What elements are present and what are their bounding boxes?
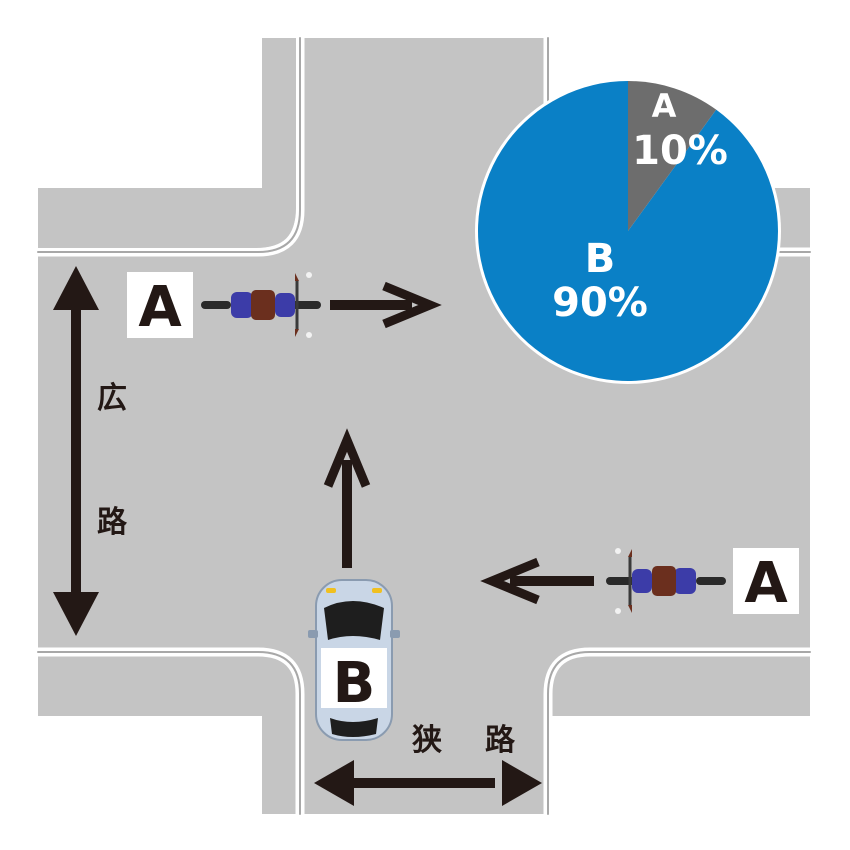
label-a-right: A [733, 548, 799, 616]
arrow-b-up [323, 428, 371, 568]
svg-text:A: A [744, 551, 788, 616]
narrow-road-arrow [314, 760, 542, 806]
pie-label-b: B [585, 236, 616, 282]
pie-value-b: 90% [552, 280, 648, 326]
wide-road-arrow [53, 266, 99, 636]
wide-road-label-1: 広 [97, 381, 127, 416]
pie-label-a: A [652, 87, 677, 125]
svg-text:A: A [138, 275, 182, 340]
arrow-a-left [330, 281, 442, 329]
sidewalk-corners [38, 38, 296, 248]
car-b: B [308, 579, 400, 741]
label-b: B [333, 651, 376, 716]
label-a-left: A [127, 272, 193, 340]
fault-ratio-pie: A 10% B 90% [475, 78, 781, 384]
pie-slice-a [628, 81, 717, 231]
pie-value-a: 10% [632, 128, 728, 174]
motorcycle-a-left [201, 272, 321, 338]
motorcycle-a-right [606, 548, 726, 614]
narrow-road-label-1: 狭 [411, 723, 442, 758]
narrow-road-label-2: 路 [485, 723, 516, 758]
wide-road-label-2: 路 [97, 505, 128, 540]
pie-slice-b [477, 81, 778, 381]
arrow-a-right [480, 557, 594, 605]
